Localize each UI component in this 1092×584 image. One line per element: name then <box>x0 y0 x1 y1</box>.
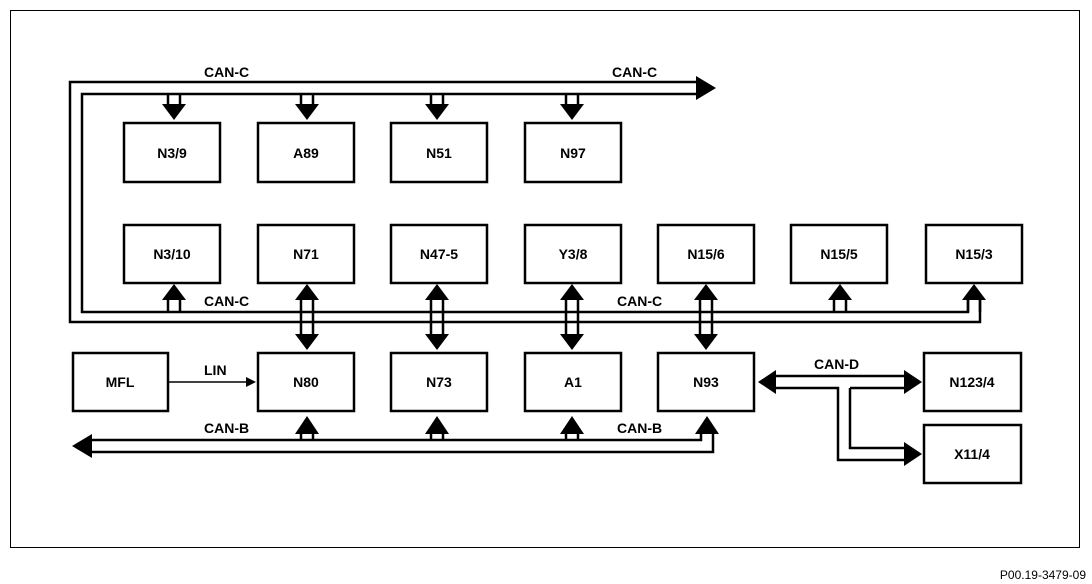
module-label: N47-5 <box>420 246 458 262</box>
module-label: N3/9 <box>157 145 187 161</box>
arrow-down-a1 <box>560 334 584 350</box>
module-label: N97 <box>560 145 586 161</box>
can-c-loop-outer <box>68 80 982 324</box>
module-a89: A89 <box>256 121 356 184</box>
arrow-down-n80 <box>295 334 319 350</box>
can-c-end-arrow <box>696 76 716 100</box>
arrow-down-n97 <box>560 104 584 120</box>
module-n3-10: N3/10 <box>122 223 222 285</box>
module-label: N15/5 <box>820 246 858 262</box>
arrow-up-can-b-n80 <box>295 416 319 434</box>
can-c-mid-risers <box>166 300 982 312</box>
can-b-bus-inner <box>90 434 703 442</box>
arrow-up-n47-5 <box>425 284 449 300</box>
can-d-bus-inner <box>776 386 906 462</box>
figure-code: P00.19-3479-09 <box>999 568 1086 582</box>
arrow-lin-n80 <box>246 377 256 387</box>
label-can-c-mid-left: CAN-C <box>204 293 249 309</box>
can-c-top-drops <box>166 94 580 104</box>
module-label: A1 <box>564 374 582 390</box>
module-n15-5: N15/5 <box>789 223 889 285</box>
module-n93: N93 <box>656 351 756 413</box>
label-can-b-left: CAN-B <box>204 420 249 436</box>
arrow-down-n73 <box>425 334 449 350</box>
arrow-can-d-n93 <box>758 370 776 394</box>
bus-wires <box>68 80 982 462</box>
can-d-branch-inner <box>848 386 906 450</box>
arrow-up-n71 <box>295 284 319 300</box>
label-can-b-right: CAN-B <box>617 420 662 436</box>
label-can-d: CAN-D <box>814 356 859 372</box>
module-n97: N97 <box>523 121 623 184</box>
arrow-up-n3-10 <box>162 284 186 300</box>
arrow-up-can-b-a1 <box>560 416 584 434</box>
arrow-down-n93 <box>694 334 718 350</box>
module-n15-6: N15/6 <box>656 223 756 285</box>
label-can-c-top-right: CAN-C <box>612 64 657 80</box>
arrow-can-d-n123-4 <box>904 370 922 394</box>
module-n51: N51 <box>389 121 489 184</box>
arrow-can-d-x11-4 <box>904 442 922 466</box>
module-label: MFL <box>106 374 135 390</box>
module-mfl: MFL <box>71 351 170 413</box>
module-boxes: N3/9 A89 N51 N97 N3/10 N71 N47-5 Y3/8 <box>71 121 1024 485</box>
arrow-down-a89 <box>295 104 319 120</box>
module-n123-4: N123/4 <box>922 351 1023 413</box>
module-label: N15/6 <box>687 246 725 262</box>
module-label: N3/10 <box>153 246 191 262</box>
arrow-up-n15-3 <box>962 284 986 300</box>
module-n80: N80 <box>256 351 356 413</box>
arrow-up-can-b-n93 <box>695 416 719 434</box>
label-can-c-mid-right: CAN-C <box>617 293 662 309</box>
module-label: N51 <box>426 145 452 161</box>
module-label: X11/4 <box>954 446 990 462</box>
module-label: N93 <box>693 374 719 390</box>
through-connectors <box>299 300 714 334</box>
module-label: A89 <box>293 145 319 161</box>
arrow-up-y3-8 <box>560 284 584 300</box>
module-label: N15/3 <box>955 246 993 262</box>
module-a1: A1 <box>523 351 623 413</box>
module-n3-9: N3/9 <box>122 121 222 184</box>
arrow-down-n51 <box>425 104 449 120</box>
module-n73: N73 <box>389 351 489 413</box>
module-n71: N71 <box>256 223 356 285</box>
module-y3-8: Y3/8 <box>523 223 623 285</box>
module-label: N123/4 <box>949 374 994 390</box>
module-label: N80 <box>293 374 319 390</box>
module-n15-3: N15/3 <box>924 223 1024 285</box>
arrowheads <box>72 76 986 466</box>
arrow-up-n15-5 <box>828 284 852 300</box>
can-b-risers <box>299 434 580 440</box>
module-label: N73 <box>426 374 452 390</box>
module-label: Y3/8 <box>559 246 588 262</box>
bus-labels: CAN-C CAN-C CAN-C CAN-C LIN CAN-B CAN-B … <box>204 64 859 436</box>
arrow-up-n15-6 <box>694 284 718 300</box>
can-b-end-arrow <box>72 434 92 458</box>
can-b-bus-outer <box>90 434 715 454</box>
module-x11-4: X11/4 <box>922 423 1023 485</box>
module-n47-5: N47-5 <box>389 223 489 285</box>
arrow-up-can-b-n73 <box>425 416 449 434</box>
label-can-c-top-left: CAN-C <box>204 64 249 80</box>
module-label: N71 <box>293 246 319 262</box>
arrow-down-n3-9 <box>162 104 186 120</box>
diagram-frame <box>10 10 1080 548</box>
label-lin: LIN <box>204 362 227 378</box>
